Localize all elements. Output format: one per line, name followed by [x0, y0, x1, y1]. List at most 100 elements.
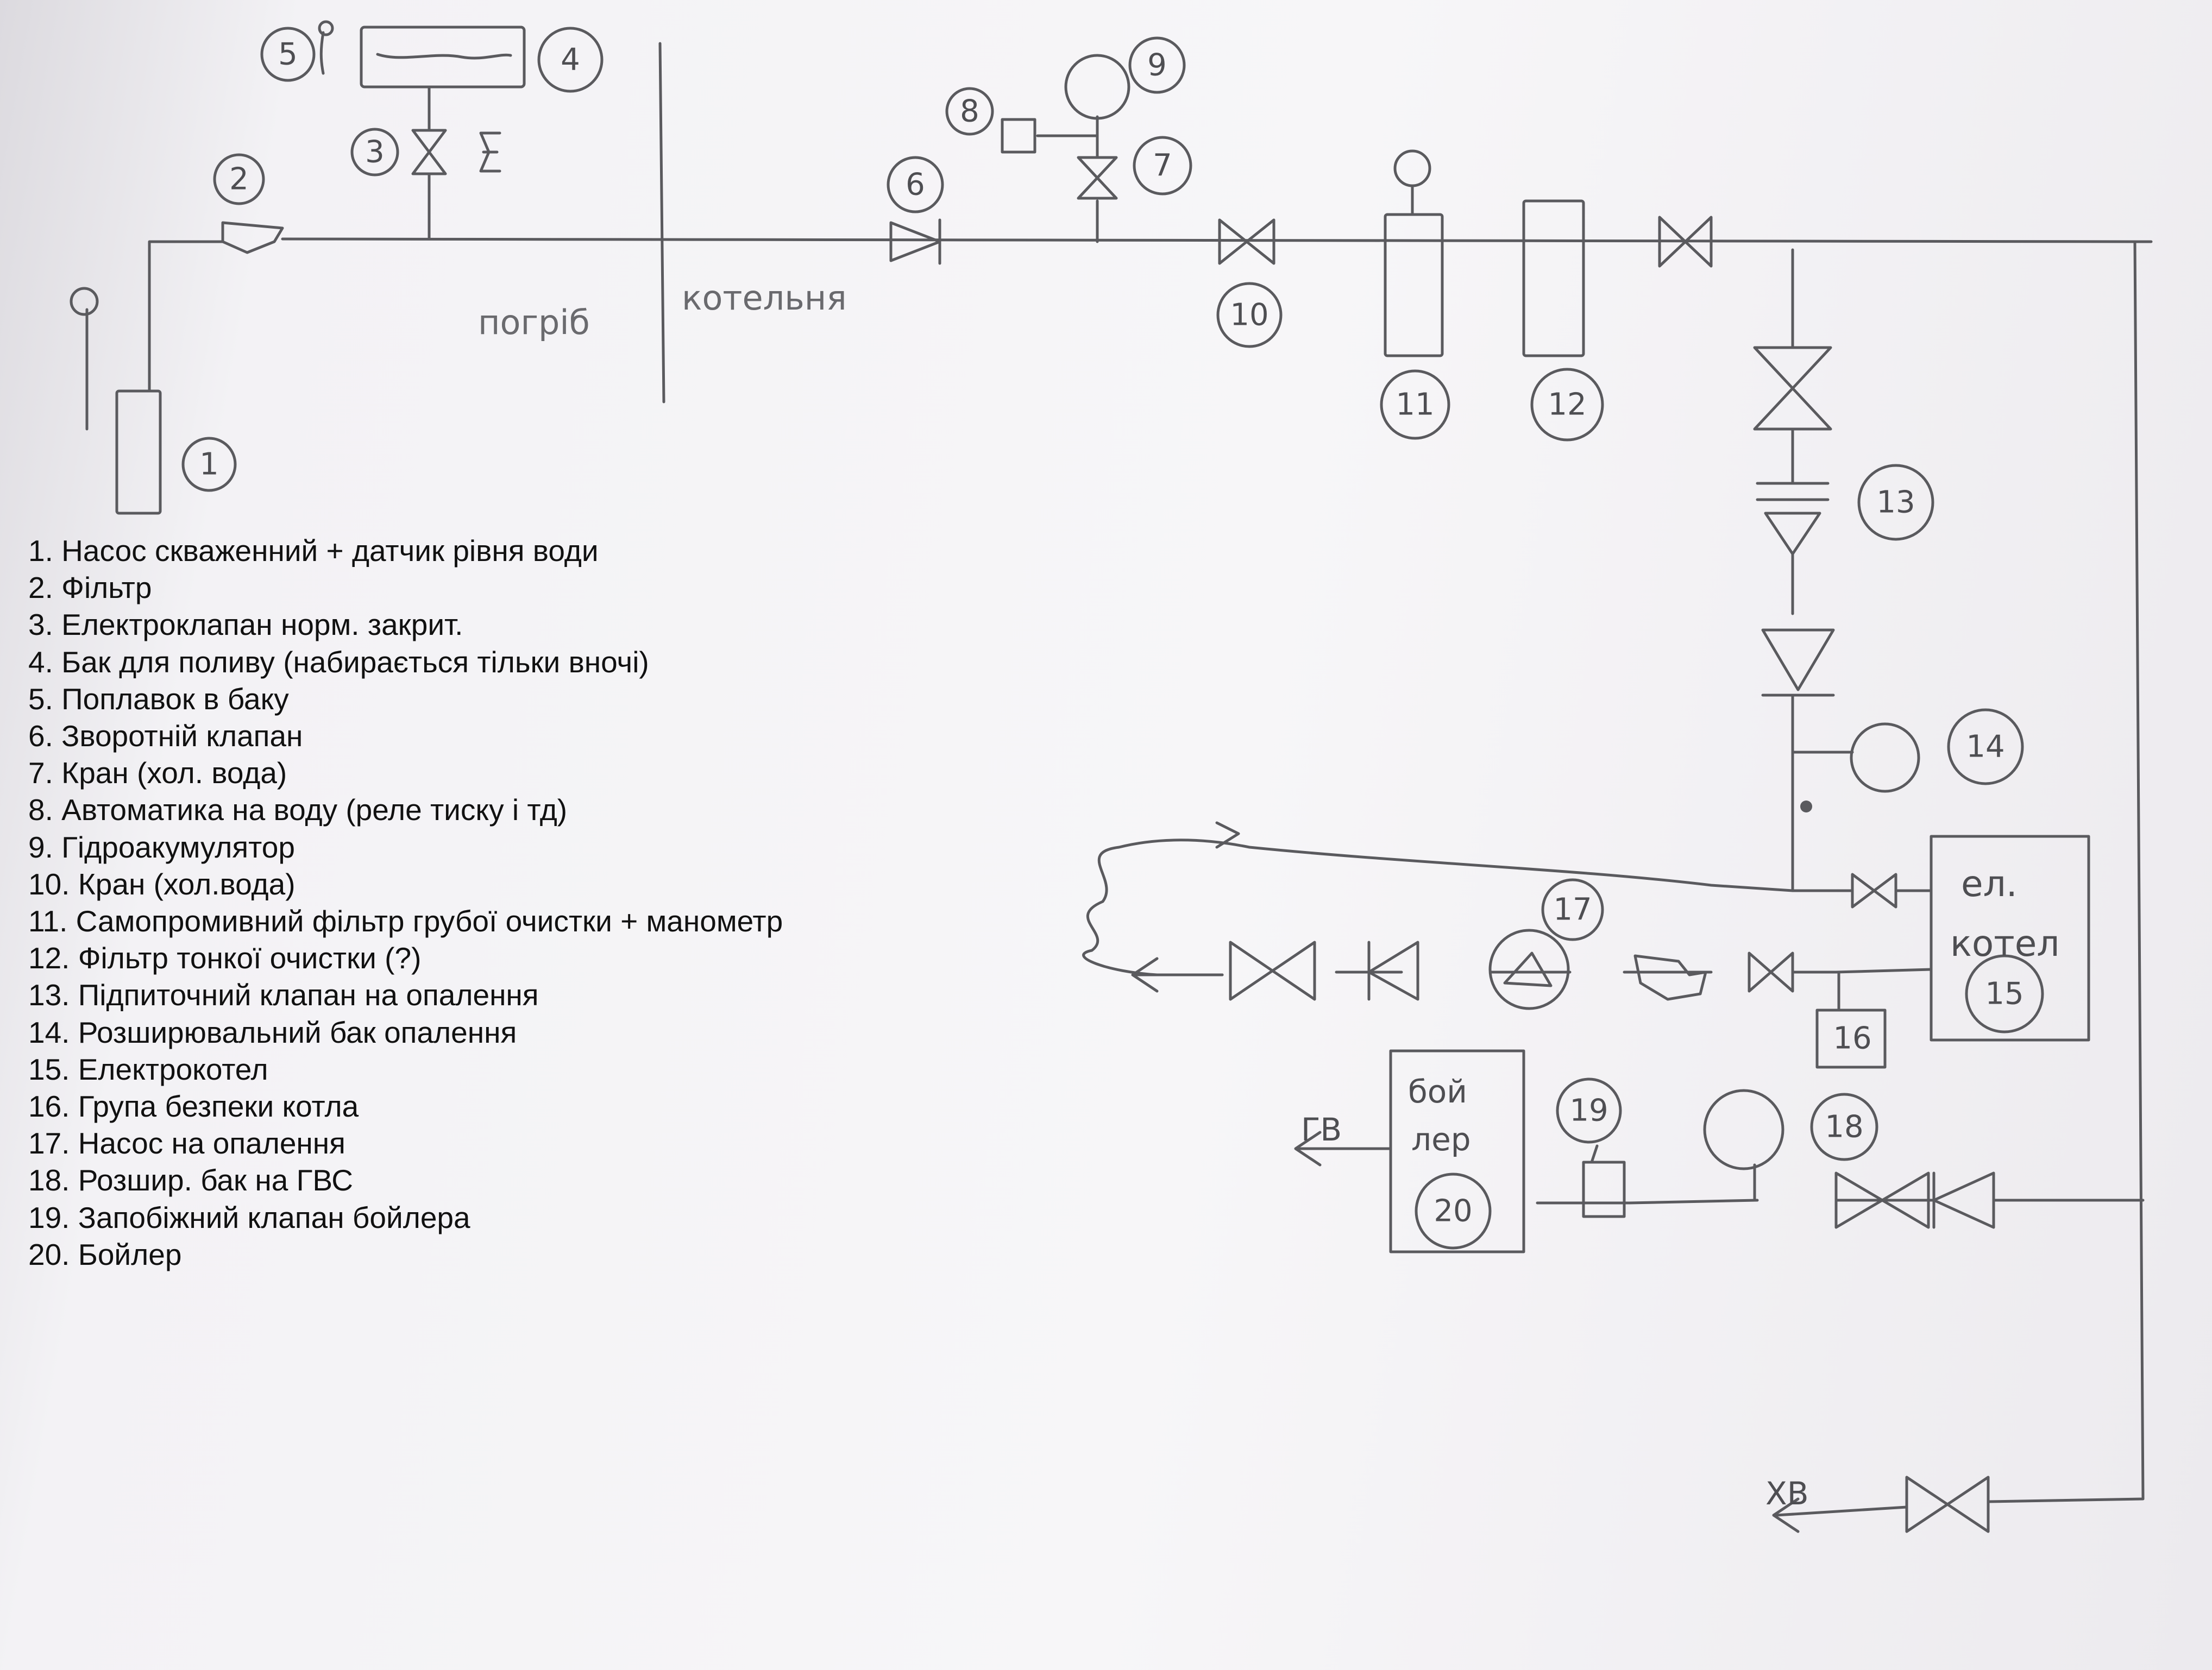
tag-14: 14	[1947, 708, 2024, 785]
expansion-tank-14	[1791, 722, 1920, 812]
cold-water-outlet	[1775, 1505, 1908, 1517]
tag-12: 12	[1530, 368, 1604, 442]
coarse-filter-body	[1384, 213, 1444, 357]
dhw-expansion-tank-icon	[1703, 1089, 1784, 1170]
tag-20-label: 20	[1434, 1194, 1472, 1229]
float-ball-icon	[318, 20, 334, 36]
fine-filter-12	[1522, 199, 1585, 357]
tag-15: 15	[1965, 954, 2044, 1033]
filter-2	[221, 221, 284, 254]
tag-17: 17	[1541, 878, 1604, 941]
tag-1-label: 1	[199, 447, 219, 482]
cold-water-label: ХВ	[1765, 1475, 1809, 1512]
tag-8-label: 8	[960, 94, 979, 129]
tag-2: 2	[213, 153, 265, 205]
legend-item: 9. Гідроакумулятор	[28, 830, 295, 864]
room-label-boiler-room: котельня	[682, 278, 847, 318]
tag-1: 1	[181, 437, 237, 492]
tag-7-label: 7	[1153, 148, 1172, 184]
safety-group-box	[1815, 1009, 1887, 1069]
irrigation-branch	[318, 20, 526, 241]
tag-18: 18	[1810, 1093, 1878, 1161]
pipelines	[148, 237, 2153, 1517]
strainer-filter-icon	[221, 221, 284, 254]
tag-11: 11	[1380, 369, 1450, 440]
tag-20: 20	[1415, 1173, 1492, 1250]
water-heater-label-line1: бой	[1408, 1073, 1467, 1110]
pipe-junction-dot	[1800, 801, 1812, 812]
manometer-icon	[1393, 149, 1431, 187]
makeup-check-valve-icon	[1761, 628, 1835, 697]
legend-item: 20. Бойлер	[28, 1237, 182, 1271]
legend-item: 10. Кран (хол.вода)	[28, 867, 296, 901]
heating-loop-valve-icon	[1229, 941, 1316, 1001]
heating-supply-arrow-icon	[1131, 957, 1224, 993]
ball-valve-main-icon	[1658, 216, 1713, 268]
tag-7: 7	[1133, 136, 1192, 196]
pressure-switch-icon	[1001, 118, 1036, 154]
tag-3-label: 3	[365, 135, 385, 170]
electric-boiler-15	[1930, 835, 2090, 1042]
tag-10-label: 10	[1230, 298, 1268, 333]
water-heater-body	[1389, 1049, 1525, 1253]
heating-loop-pipe	[1082, 839, 1794, 976]
tag-2-label: 2	[229, 162, 249, 197]
hot-water-label: ГВ	[1301, 1111, 1342, 1148]
expansion-tank-icon	[1850, 722, 1920, 793]
legend-item: 18. Розшир. бак на ГВС	[28, 1163, 353, 1198]
tag-9-label: 9	[1147, 48, 1167, 83]
legend-item: 11. Самопромивний фільтр грубої очистки …	[28, 904, 783, 938]
water-heater-label-line2: лер	[1411, 1121, 1471, 1158]
makeup-reducer-icon	[1764, 512, 1821, 556]
tag-3: 3	[350, 128, 399, 177]
legend-item: 1. Насос скваженний + датчик рівня води	[28, 534, 599, 568]
dhw-check-valve-icon	[1932, 1171, 1995, 1229]
heating-supply-valve-icon	[1748, 951, 1794, 993]
room-label-cellar: погріб	[478, 303, 590, 342]
heating-return-valve-icon	[1851, 873, 1897, 909]
ball-valve-7-icon	[1077, 156, 1118, 200]
tag-19: 19	[1556, 1077, 1622, 1144]
well-pump	[70, 287, 162, 515]
cold-water-arrow-icon	[1772, 1497, 1800, 1533]
room-partition-wall	[658, 42, 665, 404]
boiler-safety-valve-icon	[1582, 1144, 1626, 1218]
valve-before-split	[1658, 216, 1713, 268]
tag-8: 8	[945, 87, 994, 136]
hot-water-group	[1294, 1049, 1995, 1253]
legend-item: 16. Група безпеки котла	[28, 1089, 359, 1124]
main-supply-pipe	[148, 237, 2153, 393]
pump-triangle-icon	[1503, 951, 1553, 987]
well-pump-body	[115, 389, 162, 515]
tag-19-label: 19	[1569, 1093, 1608, 1129]
tag-13-label: 13	[1876, 485, 1915, 520]
tag-10: 10	[1216, 282, 1283, 348]
legend-item: 7. Кран (хол. вода)	[28, 756, 287, 790]
check-valve-icon	[889, 218, 941, 265]
tag-11-label: 11	[1396, 387, 1434, 423]
tag-16-label: 16	[1833, 1021, 1871, 1056]
boiler-supply-pipe	[1536, 1199, 2145, 1205]
tag-15-label: 15	[1985, 976, 2024, 1012]
coarse-filter-11	[1384, 149, 1444, 357]
tag-18-label: 18	[1825, 1110, 1863, 1145]
tank-water-line	[376, 53, 512, 60]
legend-item: 12. Фільтр тонкої очистки (?)	[28, 941, 422, 975]
tag-9: 9	[1128, 36, 1186, 94]
cold-water-main	[1987, 240, 2145, 1503]
legend-item: 5. Поплавок в баку	[28, 682, 289, 716]
heating-return-arrow-icon	[1215, 821, 1240, 849]
hot-water-arrow-icon	[1294, 1131, 1322, 1167]
tag-14-label: 14	[1966, 729, 2004, 765]
makeup-shutoff-valve-icon	[1753, 346, 1832, 431]
legend-item: 8. Автоматика на воду (реле тиску і тд)	[28, 793, 568, 827]
valve-10	[1218, 218, 1275, 265]
solenoid-valve-icon	[411, 129, 447, 175]
fine-filter-body	[1522, 199, 1585, 357]
water-level-sensor-icon	[70, 287, 99, 316]
hydro-accumulator-icon	[1064, 54, 1130, 120]
legend-item: 3. Електроклапан норм. закрит.	[28, 608, 463, 642]
electric-boiler-body	[1930, 835, 2090, 1042]
el-boiler-label-line1: ел.	[1961, 863, 2018, 905]
